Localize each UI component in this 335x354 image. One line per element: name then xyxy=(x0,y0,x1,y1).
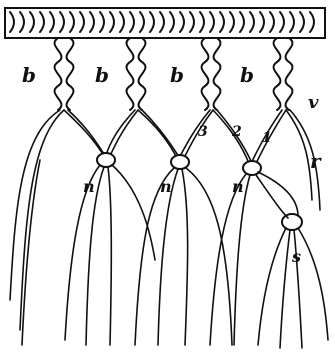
label-n-2: n xyxy=(160,177,172,196)
label-n-3: n xyxy=(232,177,244,196)
label-b-1: b xyxy=(22,63,36,87)
sennit-3 xyxy=(202,38,221,110)
label-num-2: 2 xyxy=(231,124,242,140)
label-s: s xyxy=(291,247,301,266)
knot-row xyxy=(97,153,302,230)
label-num-3: 3 xyxy=(198,124,208,140)
hanging-cords xyxy=(22,160,328,348)
label-v: v xyxy=(308,92,319,113)
label-b-3: b xyxy=(170,63,184,87)
label-b-2: b xyxy=(95,63,109,87)
label-b-4: b xyxy=(240,63,254,87)
label-r: r xyxy=(310,149,322,173)
header-bar xyxy=(5,8,325,38)
label-num-1: 1 xyxy=(262,130,272,146)
mesh-upper xyxy=(10,110,320,330)
sennit-1 xyxy=(55,38,74,110)
sennit-2 xyxy=(127,38,146,110)
label-n-1: n xyxy=(83,177,95,196)
sennit-4 xyxy=(274,38,293,110)
